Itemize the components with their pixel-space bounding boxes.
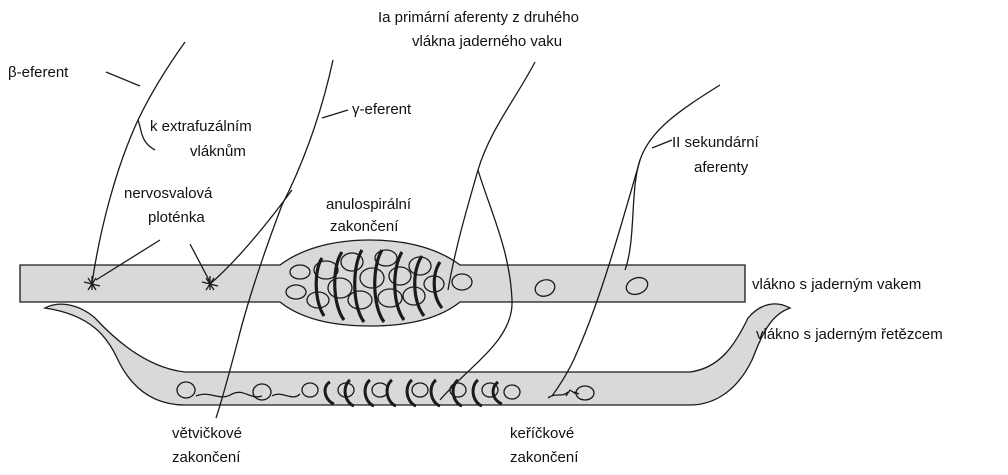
secondary-afferent-label-line2: aferenty <box>694 159 749 176</box>
secondary-afferent-fiber-1 <box>625 85 720 270</box>
extrafusal-label-line2: vláknům <box>190 143 246 160</box>
annulospiral-label-line1: anulospirální <box>326 196 412 213</box>
gamma-efferent-label: γ-eferent <box>352 101 412 118</box>
primary-afferent-label-line2: vlákna jaderného vaku <box>412 33 562 50</box>
primary-afferent-fiber-1 <box>448 62 535 290</box>
beta-label-pointer <box>106 72 140 86</box>
secondary-afferent-label-line1: II sekundární <box>672 134 760 151</box>
trail-ending-label-line1: větvičkové <box>172 425 242 442</box>
bag-fiber-label: vlákno s jaderným vakem <box>752 276 921 293</box>
chain-fiber-label: vlákno s jaderným řetězcem <box>756 326 943 343</box>
annulospiral-label-line2: zakončení <box>330 218 399 235</box>
flower-ending-label-line1: keříčkové <box>510 425 574 442</box>
flower-ending-label-line2: zakončení <box>510 449 579 466</box>
beta-efferent-label: β-eferent <box>8 64 69 81</box>
extrafusal-label-line1: k extrafuzálním <box>150 118 252 135</box>
beta-efferent-fiber <box>92 42 185 283</box>
secondary-label-pointer <box>652 140 672 148</box>
trail-ending-label-line2: zakončení <box>172 449 241 466</box>
gamma-efferent-fiber <box>216 60 333 418</box>
gamma-label-pointer <box>322 110 348 118</box>
primary-afferent-label-line1: Ia primární aferenty z druhého <box>378 9 579 26</box>
endplate-label-line1: nervosvalová <box>124 185 213 202</box>
endplate-label-line2: ploténka <box>148 209 205 226</box>
